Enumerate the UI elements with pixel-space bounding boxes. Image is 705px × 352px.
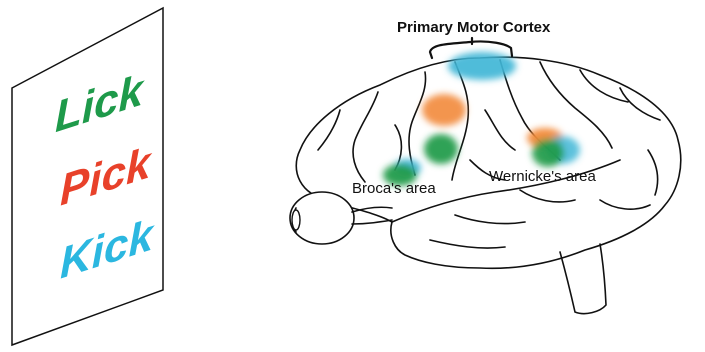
brainstem bbox=[560, 244, 606, 314]
wernicke-area-label: Wernicke's area bbox=[489, 168, 596, 185]
sulci bbox=[318, 60, 660, 248]
optic-nerve bbox=[352, 207, 392, 224]
blob-wernicke-green bbox=[532, 139, 564, 167]
eye-lens bbox=[292, 210, 300, 230]
blob-motor-green bbox=[424, 134, 458, 164]
primary-motor-cortex-label: Primary Motor Cortex bbox=[397, 19, 551, 36]
broca-area-label: Broca's area bbox=[352, 180, 436, 197]
blob-motor-cyan bbox=[448, 52, 516, 80]
blob-motor-orange bbox=[422, 94, 466, 126]
word-card: Lick Pick Kick bbox=[12, 8, 163, 345]
eye bbox=[290, 192, 392, 244]
